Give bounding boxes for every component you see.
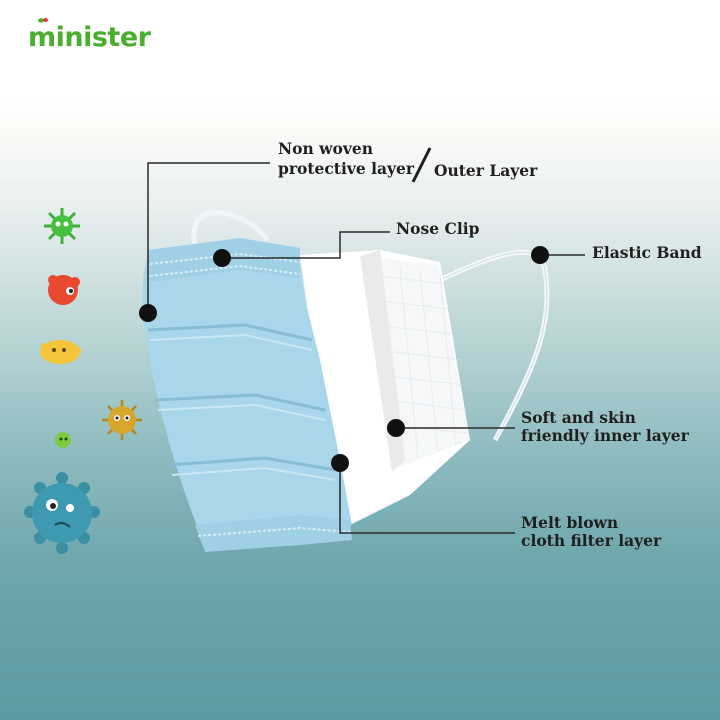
brown-spiky-germ-icon: [102, 400, 142, 440]
outer-layer-dot: [139, 304, 157, 322]
slash-divider: [413, 148, 430, 182]
yellow-germ-icon: [40, 340, 81, 364]
outer-layer-label-line1: Non woven: [278, 139, 373, 158]
filter-layer-dot: [331, 454, 349, 472]
elastic-band-label: Elastic Band: [592, 243, 702, 262]
filter-layer-label-line2: cloth filter layer: [521, 531, 661, 550]
small-green-germ-icon: [55, 432, 71, 448]
green-spiky-germ-icon: [44, 208, 80, 244]
elastic-band-dot: [531, 246, 549, 264]
red-germ-icon: [48, 275, 80, 305]
inner-layer-label-line1: Soft and skin: [521, 408, 636, 427]
outer-layer-label-line2: protective layer: [278, 159, 414, 178]
nose-clip-label: Nose Clip: [396, 219, 479, 238]
outer-layer-alt-label: Outer Layer: [434, 161, 537, 180]
inner-layer-dot: [387, 419, 405, 437]
filter-layer-label-line1: Melt blown: [521, 513, 618, 532]
large-teal-germ-icon: [24, 472, 100, 554]
inner-layer-label-line2: friendly inner layer: [521, 426, 689, 445]
nose-clip-dot: [213, 249, 231, 267]
